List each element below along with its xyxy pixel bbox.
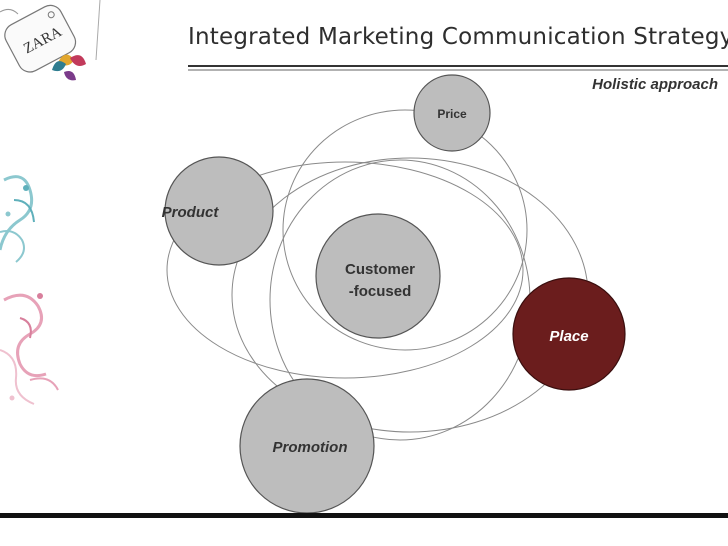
center-label-line1: Customer: [345, 261, 415, 278]
zara-tag: ZARA: [4, 4, 77, 73]
decorative-art: ZARA: [0, 0, 101, 405]
center-label-line2: -focused: [349, 283, 412, 300]
subtitle: Holistic approach: [592, 76, 718, 93]
product-node: [164, 156, 274, 266]
ring-product: [166, 161, 524, 379]
ring-price: [282, 109, 528, 351]
price-node: [413, 74, 491, 152]
page-title: Integrated Marketing Communication Strat…: [188, 24, 728, 50]
bottom-bar: [0, 513, 728, 518]
center-node: [315, 213, 441, 339]
place-label: Place: [549, 328, 588, 345]
title-rule: [188, 65, 728, 71]
price-label: Price: [437, 107, 467, 121]
promotion-label: Promotion: [273, 439, 348, 456]
place-node: [512, 277, 626, 391]
product-label: Product: [162, 204, 220, 221]
